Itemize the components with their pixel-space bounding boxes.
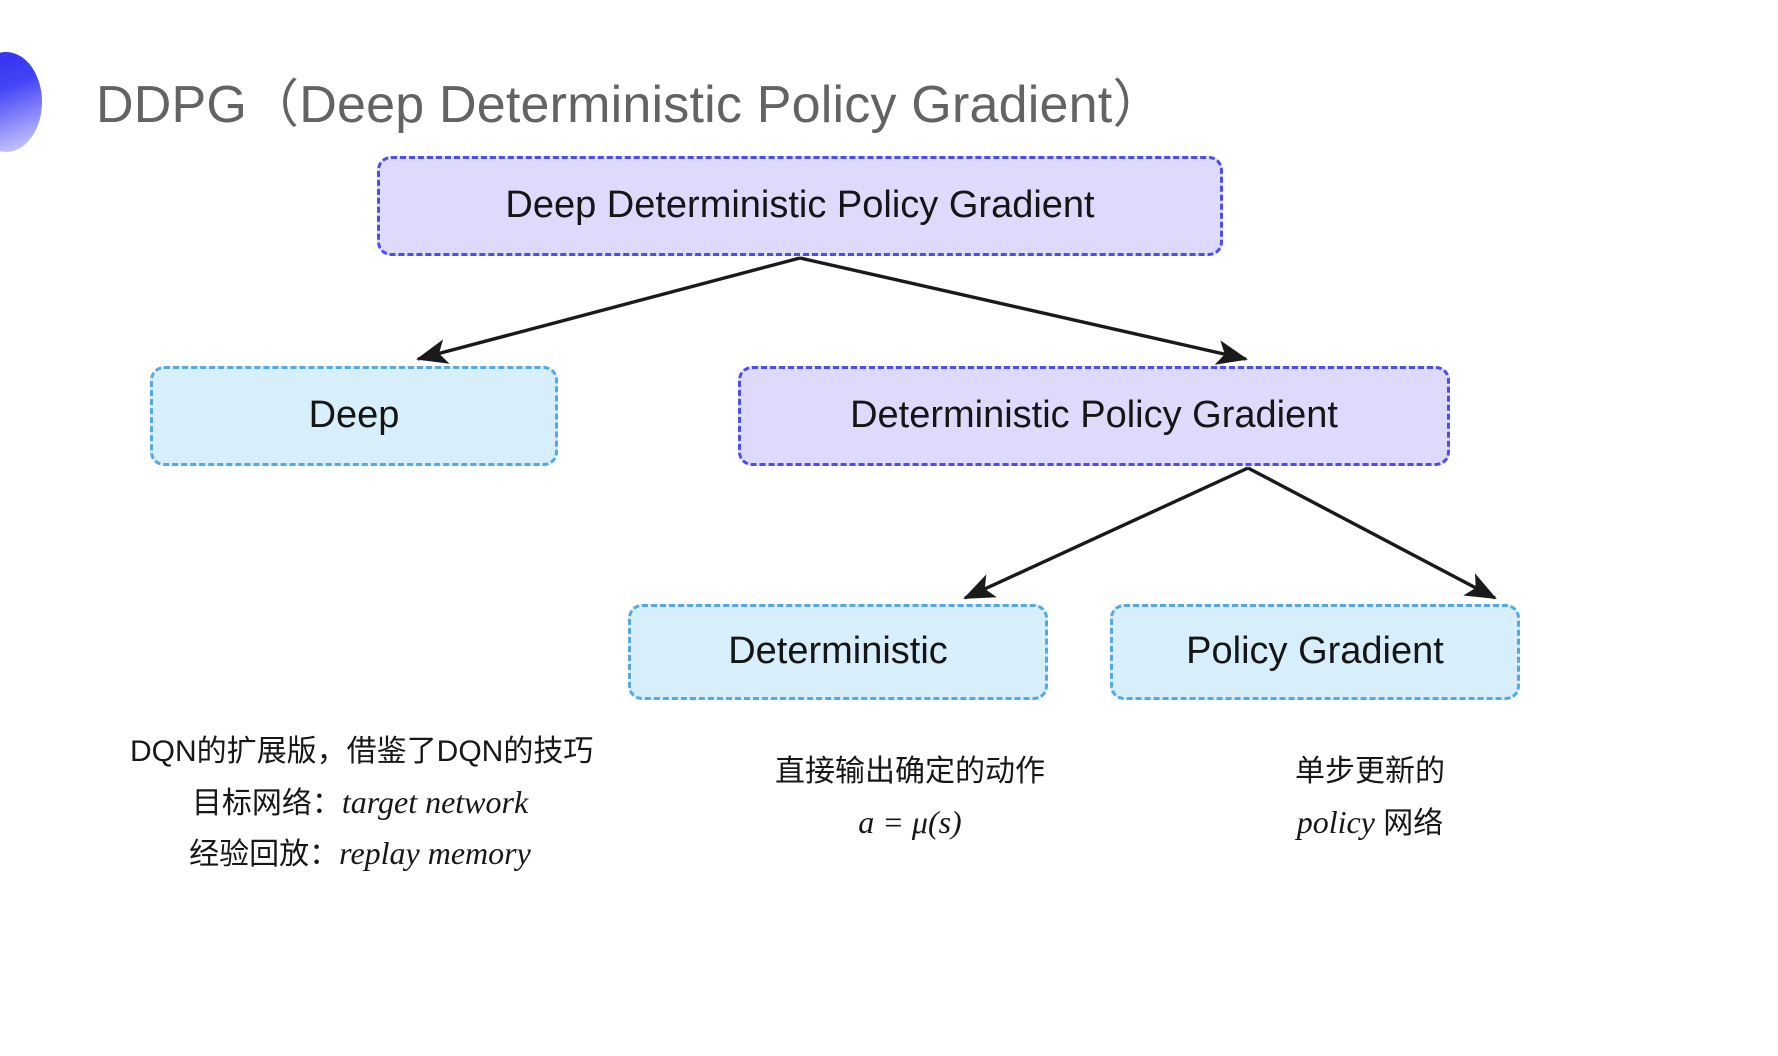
node-label: Policy Gradient — [1186, 630, 1444, 673]
node-label: Deterministic — [728, 630, 948, 673]
annotation-deep-line-1: DQN的扩展版，借鉴了DQN的技巧 — [130, 735, 594, 768]
node-deterministic-policy-gradient[interactable]: Deterministic Policy Gradient — [738, 366, 1450, 466]
annotation-deep-line-3-term: replay memory — [339, 835, 531, 872]
annotation-deep-line-2-term: target network — [341, 783, 529, 820]
node-policy-gradient[interactable]: Policy Gradient — [1110, 604, 1520, 700]
annotation-deep: DQN的扩展版，借鉴了DQN的技巧 目标网络：target network 经验… — [130, 728, 594, 880]
edge-dpg-to-policy-gradient — [1247, 466, 1497, 600]
edge-root-to-deep — [416, 256, 801, 364]
node-label: Deterministic Policy Gradient — [850, 394, 1338, 437]
node-deep[interactable]: Deep — [150, 366, 558, 466]
annotation-deep-line-2: 目标网络：target network — [130, 777, 590, 829]
annotation-policy-gradient-term: policy — [1296, 803, 1375, 840]
annotation-policy-gradient: 单步更新的 policy 网络 — [1180, 748, 1560, 848]
page-title: DDPG（Deep Deterministic Policy Gradient） — [96, 76, 1165, 134]
annotation-policy-gradient-line-2: policy 网络 — [1180, 797, 1560, 849]
annotation-policy-gradient-line-1: 单步更新的 — [1295, 755, 1445, 788]
annotation-policy-gradient-suffix: 网络 — [1374, 806, 1444, 840]
edge-root-to-dpg — [799, 256, 1248, 365]
annotation-deep-line-2-label: 目标网络： — [191, 786, 342, 820]
node-deterministic[interactable]: Deterministic — [628, 604, 1048, 700]
node-deep-deterministic-policy-gradient[interactable]: Deep Deterministic Policy Gradient — [377, 156, 1223, 256]
edge-dpg-to-deterministic — [963, 466, 1249, 600]
decorative-gradient-circle-icon — [0, 52, 42, 152]
annotation-deep-line-3: 经验回放：replay memory — [130, 828, 590, 880]
annotation-deterministic: 直接输出确定的动作 a = μ(s) — [700, 748, 1120, 848]
node-label: Deep — [308, 394, 400, 437]
annotation-deterministic-line-1: 直接输出确定的动作 — [775, 755, 1045, 788]
annotation-deterministic-formula: a = μ(s) — [858, 803, 962, 840]
node-label: Deep Deterministic Policy Gradient — [505, 184, 1095, 227]
annotation-deep-line-3-label: 经验回放： — [189, 838, 340, 872]
